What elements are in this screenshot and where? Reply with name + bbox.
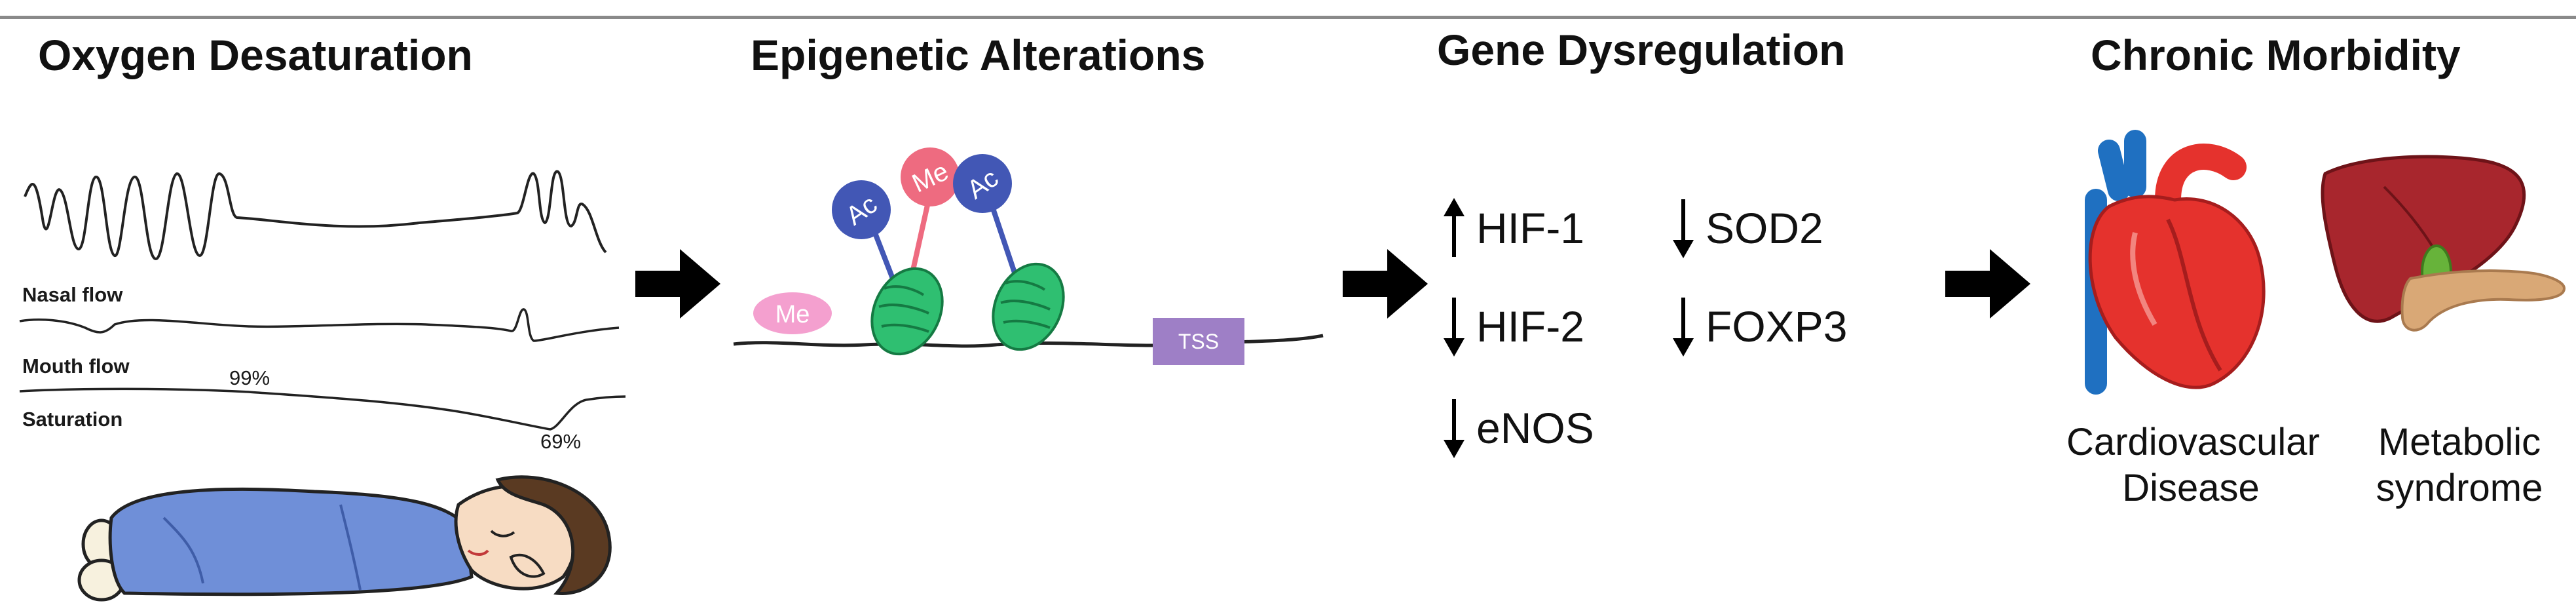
gene-hif-1-label: HIF-1 bbox=[1476, 204, 1584, 252]
saturation-high-label: 99% bbox=[229, 366, 271, 389]
down-arrow-icon bbox=[1444, 399, 1465, 458]
saturation-low-label: 69% bbox=[540, 430, 582, 453]
cardiovascular-disease-label: Cardiovascular Disease bbox=[2066, 419, 2320, 511]
gene-sod2: SOD2 bbox=[1670, 197, 1823, 260]
sleeping-child-illustration bbox=[77, 475, 612, 602]
process-arrow-1 bbox=[635, 249, 720, 319]
heading-epigenetic-alterations: Epigenetic Alterations bbox=[751, 31, 1206, 79]
methyl-mark-top: Me bbox=[901, 147, 960, 206]
gene-foxp3: FOXP3 bbox=[1670, 295, 1847, 358]
heading-oxygen-desaturation: Oxygen Desaturation bbox=[38, 31, 473, 79]
heart-icon bbox=[2085, 130, 2266, 395]
nucleosome-left: Ac Me bbox=[832, 147, 960, 356]
gene-sod2-label: SOD2 bbox=[1706, 204, 1823, 252]
free-methyl-mark: Me bbox=[753, 292, 832, 334]
gene-enos-label: eNOS bbox=[1476, 404, 1594, 452]
heading-gene-dysregulation: Gene Dysregulation bbox=[1437, 26, 1846, 74]
process-arrow-2 bbox=[1343, 249, 1428, 319]
metabolic-syndrome-label: Metabolic syndrome bbox=[2358, 419, 2561, 511]
process-arrow-3 bbox=[1945, 249, 2030, 319]
heading-chronic-morbidity: Chronic Morbidity bbox=[2091, 31, 2461, 79]
cardio-line-1: Cardiovascular bbox=[2066, 421, 2320, 463]
gene-enos: eNOS bbox=[1441, 397, 1594, 459]
airflow-trace bbox=[24, 170, 607, 261]
saturation-label: Saturation bbox=[22, 408, 123, 431]
down-arrow-icon bbox=[1673, 298, 1694, 357]
gene-hif-1: HIF-1 bbox=[1441, 197, 1584, 260]
metabolic-line-2: syndrome bbox=[2376, 467, 2543, 509]
down-arrow-icon bbox=[1673, 199, 1694, 258]
top-rule bbox=[0, 16, 2576, 19]
nucleosome-right: Ac bbox=[953, 154, 1065, 351]
gene-hif-2: HIF-2 bbox=[1441, 295, 1584, 358]
cardio-line-2: Disease bbox=[2122, 467, 2260, 509]
nasal-flow-label: Nasal flow bbox=[22, 283, 123, 306]
free-methyl-text: Me bbox=[775, 301, 810, 328]
gene-hif-2-label: HIF-2 bbox=[1476, 302, 1584, 351]
polysomnography-traces bbox=[19, 170, 626, 431]
liver-pancreas-icon bbox=[2321, 155, 2566, 332]
acetyl-mark-left: Ac bbox=[832, 180, 891, 239]
down-arrow-icon bbox=[1444, 298, 1465, 357]
nasal-flow-trace bbox=[19, 308, 620, 342]
up-arrow-icon bbox=[1444, 198, 1465, 257]
metabolic-line-1: Metabolic bbox=[2378, 421, 2541, 463]
gene-foxp3-label: FOXP3 bbox=[1706, 302, 1848, 351]
chromatin-diagram: Me Ac Me Ac TSS bbox=[733, 147, 1324, 365]
saturation-trace bbox=[19, 387, 626, 431]
acetyl-mark-right: Ac bbox=[953, 154, 1012, 213]
tss-box: TSS bbox=[1153, 318, 1244, 365]
tss-text: TSS bbox=[1178, 330, 1219, 353]
mouth-flow-label: Mouth flow bbox=[22, 355, 130, 378]
